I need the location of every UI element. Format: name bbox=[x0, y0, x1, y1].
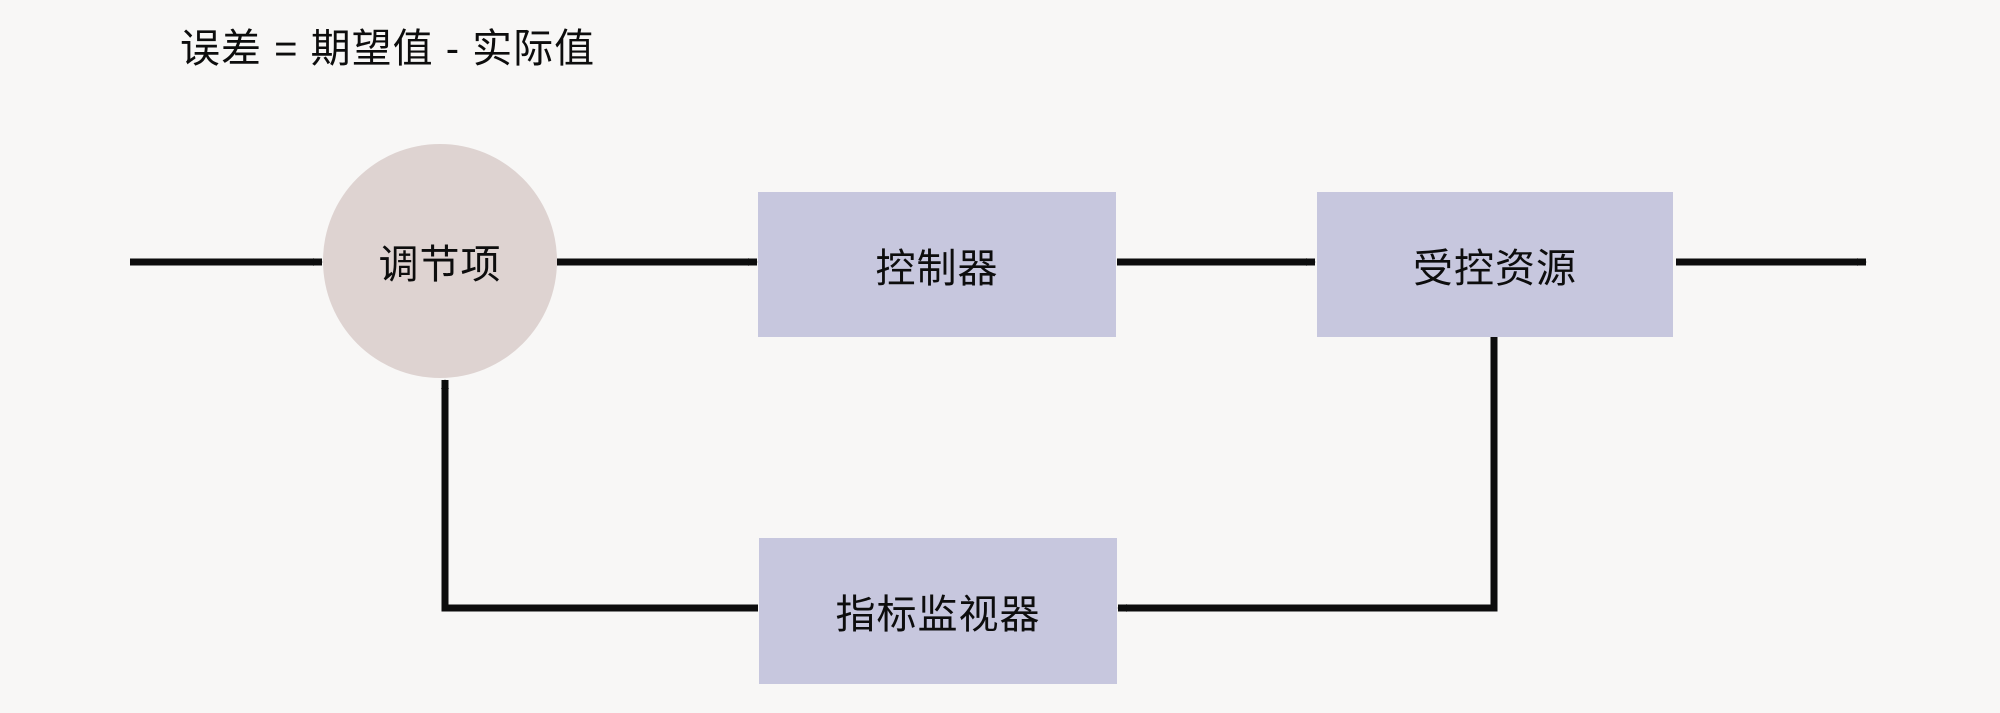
node-summing-junction[interactable] bbox=[323, 144, 557, 378]
node-metric-monitor[interactable] bbox=[759, 538, 1117, 684]
node-controller[interactable] bbox=[758, 192, 1116, 337]
edge-monitor-to-junction bbox=[441, 379, 758, 612]
formula-label: 误差 = 期望值 - 实际值 bbox=[180, 27, 596, 71]
node-controlled-resource[interactable] bbox=[1317, 192, 1673, 337]
edge-resource-to-monitor bbox=[1117, 337, 1498, 612]
